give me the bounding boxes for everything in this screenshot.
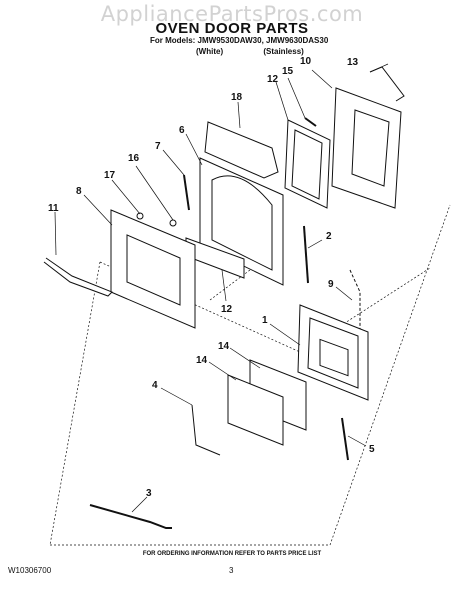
callout-3: 3 — [146, 488, 152, 499]
callout-17: 17 — [104, 170, 116, 181]
ordering-note: FOR ORDERING INFORMATION REFER TO PARTS … — [142, 551, 322, 557]
outer-door-panel — [110, 209, 196, 329]
callout-15: 15 — [282, 66, 294, 77]
side-seal — [349, 269, 361, 340]
callout-9: 9 — [328, 279, 334, 290]
callout-5: 5 — [369, 444, 375, 455]
diagram-title: OVEN DOOR PARTS — [155, 20, 309, 37]
callout-14-lower: 14 — [196, 355, 208, 366]
callout-6: 6 — [179, 125, 185, 136]
gasket-strip — [183, 174, 190, 211]
callout-7: 7 — [155, 141, 161, 152]
glass-pane-front — [227, 374, 284, 446]
callout-16: 16 — [128, 153, 140, 164]
page-number: 3 — [229, 566, 234, 575]
callout-14-upper: 14 — [218, 341, 230, 352]
model-variants: (White) (Stainless) — [196, 47, 366, 56]
variant-stainless: (Stainless) — [263, 47, 304, 56]
right-bracket — [341, 417, 349, 461]
model-numbers: For Models: JMW9530DAW30, JMW9630DAS30 — [150, 36, 329, 45]
callout-12-lower: 12 — [221, 304, 233, 315]
outer-glass-panel — [331, 87, 402, 209]
callout-10: 10 — [300, 56, 312, 67]
callout-2: 2 — [326, 231, 332, 242]
door-handle — [43, 257, 113, 297]
callout-12-upper: 12 — [267, 74, 279, 85]
callout-4: 4 — [152, 380, 158, 391]
callout-13: 13 — [347, 57, 359, 68]
door-liner — [297, 304, 369, 401]
screw — [169, 219, 177, 227]
bottom-trim — [89, 504, 172, 529]
watermark-text: AppliancePartsPros.com — [100, 2, 364, 26]
washer — [136, 212, 144, 220]
variant-white: (White) — [196, 47, 224, 56]
top-insulation-panel — [204, 121, 279, 179]
leader-lines — [54, 63, 389, 513]
callout-8: 8 — [76, 186, 82, 197]
callout-18: 18 — [231, 92, 243, 103]
frame-screw — [304, 117, 317, 127]
side-bracket — [303, 225, 309, 284]
callout-1: 1 — [262, 315, 268, 326]
callout-11: 11 — [48, 203, 59, 214]
window-frame — [284, 119, 331, 209]
left-bracket — [191, 404, 221, 456]
vent-clip — [369, 66, 405, 102]
document-id: W10306700 — [8, 566, 52, 575]
